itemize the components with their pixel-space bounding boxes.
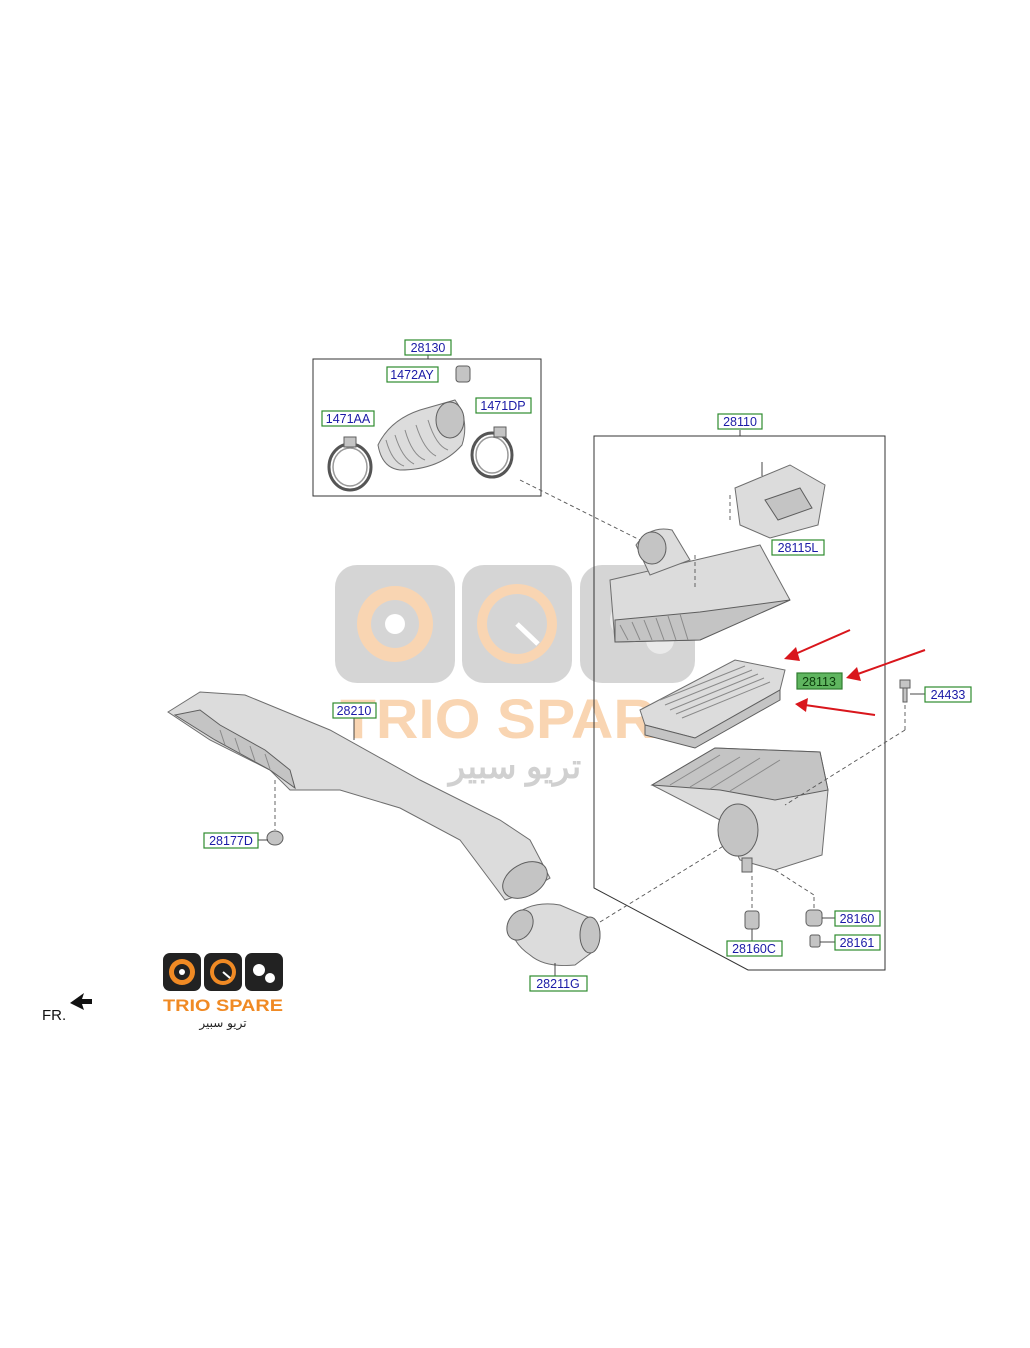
part-label-28161[interactable]: 28161 — [834, 934, 881, 951]
part-label-24433[interactable]: 24433 — [924, 686, 972, 703]
part-number-text: 28177D — [209, 834, 253, 848]
hose-clamp-right-icon — [470, 426, 514, 479]
part-label-1471aa[interactable]: 1471AA — [321, 410, 375, 427]
part-number-text: 28210 — [337, 704, 372, 718]
watermark-brand-latin: TRIO SPARE — [340, 687, 695, 750]
logo-brand-latin: TRIO SPARE — [163, 996, 283, 1015]
hose-plug-icon — [455, 365, 471, 383]
part-label-28110[interactable]: 28110 — [717, 413, 763, 430]
part-label-28160c[interactable]: 28160C — [726, 940, 783, 957]
part-label-28130[interactable]: 28130 — [404, 339, 452, 356]
air-cleaner-frame — [593, 435, 886, 971]
part-label-28160[interactable]: 28160 — [834, 910, 881, 927]
part-number-text: 1471DP — [480, 399, 525, 413]
air-cleaner-body-icon — [650, 747, 829, 873]
bolt-24433-icon — [784, 679, 925, 806]
air-cleaner-cover-icon — [609, 528, 791, 643]
part-label-1472ay[interactable]: 1472AY — [386, 366, 439, 383]
grommet-28160c-icon — [744, 875, 760, 941]
part-label-28115l[interactable]: 28115L — [771, 539, 825, 556]
front-direction-indicator: FR. — [42, 993, 92, 1024]
part-label-1471dp[interactable]: 1471DP — [475, 397, 532, 414]
air-guide-duct-icon — [729, 462, 826, 539]
front-label: FR. — [42, 1007, 66, 1024]
part-number-text: 28160C — [732, 942, 776, 956]
hose-clamp-left-icon — [327, 436, 373, 492]
part-number-text: 28113 — [802, 675, 836, 689]
intake-elbow-icon — [506, 844, 726, 977]
part-number-text: 28115L — [778, 541, 819, 555]
trio-spare-logo: TRIO SPARE تريو سبير — [163, 953, 283, 1031]
part-number-text: 28110 — [723, 415, 757, 429]
part-label-28210[interactable]: 28210 — [332, 702, 377, 719]
part-number-text: 28211G — [536, 977, 580, 991]
intake-hose-icon — [377, 399, 466, 471]
part-number-text: 28160 — [840, 912, 875, 926]
part-label-28211g[interactable]: 28211G — [529, 975, 588, 992]
logo-brand-arabic: تريو سبير — [198, 1016, 246, 1031]
part-number-text: 1472AY — [390, 368, 434, 382]
air-intake-duct-icon — [167, 691, 551, 901]
front-arrow-icon — [70, 993, 92, 1010]
grommet-28160-icon — [805, 895, 835, 927]
watermark-brand-arabic: تريو سبير — [447, 748, 581, 787]
air-filter-element-icon — [639, 659, 786, 749]
part-number-text: 1471AA — [326, 412, 371, 426]
part-label-28177d[interactable]: 28177D — [203, 832, 259, 849]
part-number-text: 28161 — [840, 936, 875, 950]
part-number-text: 28130 — [411, 341, 446, 355]
highlight-arrows — [784, 629, 926, 716]
clip-28177d-icon — [258, 780, 284, 846]
part-label-28113[interactable]: 28113 — [796, 672, 843, 690]
collar-28161-icon — [809, 934, 835, 948]
part-number-text: 24433 — [931, 688, 966, 702]
hose-kit-frame — [312, 358, 542, 497]
